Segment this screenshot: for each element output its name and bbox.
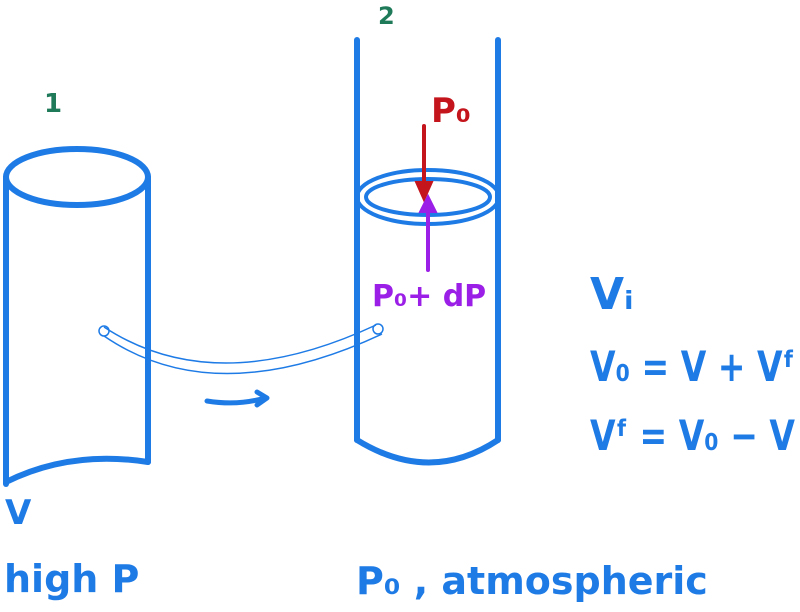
equation-v0: V₀ = V + Vᶠ: [590, 342, 795, 391]
pressure-arrow-up: [418, 193, 438, 272]
flow-arrow: [204, 389, 270, 408]
container-2: [354, 37, 501, 466]
tube-upper-edge: [103, 324, 377, 364]
container-1-top-rim: [3, 146, 151, 208]
container-2-label: 2: [378, 2, 395, 30]
container-2-bottom-rim: [354, 437, 501, 466]
equation-vi: Vᵢ: [590, 269, 634, 320]
equation-vf: Vᶠ = V₀ − V: [590, 411, 795, 460]
pressure-arrow-down: [414, 124, 434, 203]
p0-label: P₀: [431, 91, 471, 131]
p0-plus-dp-label: P₀+ dP: [372, 279, 486, 314]
connecting-tube: [98, 323, 384, 375]
volume-v-label: V: [5, 493, 32, 533]
tube-lower-edge: [103, 333, 383, 375]
atmospheric-label: P₀ , atmospheric: [356, 559, 708, 603]
container-1-label: 1: [44, 89, 62, 119]
tube-end-left: [98, 325, 110, 337]
tube-end-right: [372, 323, 384, 335]
container-1: [3, 146, 151, 487]
container-1-bottom-rim: [3, 455, 151, 485]
high-pressure-label: high P: [4, 557, 139, 601]
